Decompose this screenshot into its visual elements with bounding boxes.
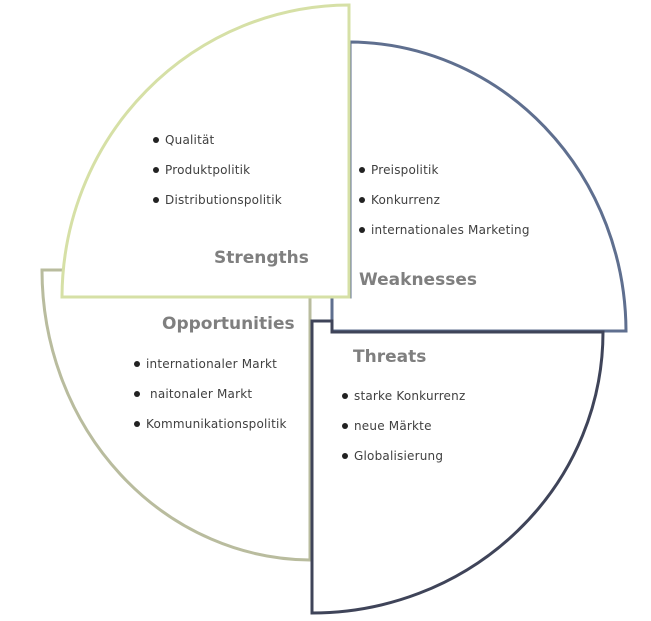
threats-list: starke Konkurrenz neue Märkte Globalisie… [342, 387, 465, 477]
weaknesses-list: Preispolitik Konkurrenz internationales … [359, 161, 530, 251]
list-item: Kommunikationspolitik [134, 415, 287, 445]
opportunities-sector [40, 268, 312, 562]
list-item-label: neue Märkte [354, 419, 432, 433]
list-item: Preispolitik [359, 161, 530, 191]
bullet-icon [153, 197, 159, 203]
list-item-label: internationaler Markt [146, 357, 278, 371]
list-item: internationaler Markt [134, 355, 287, 385]
list-item: Globalisierung [342, 447, 465, 477]
list-item: starke Konkurrenz [342, 387, 465, 417]
list-item: internationales Marketing [359, 221, 530, 251]
strengths-list: Qualität Produktpolitik Distributionspol… [153, 131, 282, 221]
bullet-icon [359, 197, 365, 203]
list-item: Distributionspolitik [153, 191, 282, 221]
bullet-icon [134, 421, 140, 427]
list-item-label: internationales Marketing [371, 223, 530, 237]
list-item-label: starke Konkurrenz [354, 389, 466, 403]
bullet-icon [359, 167, 365, 173]
list-item: naitonaler Markt [134, 385, 287, 415]
list-item-label: Preispolitik [371, 163, 439, 177]
opportunities-list: internationaler Markt naitonaler Markt K… [134, 355, 287, 445]
list-item-label: Qualität [165, 133, 215, 147]
bullet-icon [342, 423, 348, 429]
bullet-icon [134, 391, 140, 397]
list-item: Konkurrenz [359, 191, 530, 221]
strengths-sector [60, 3, 351, 299]
threats-sector [310, 319, 605, 615]
list-item-label: naitonaler Markt [146, 387, 253, 401]
opportunities-title: Opportunities [162, 314, 295, 334]
weaknesses-title: Weaknesses [359, 270, 477, 290]
list-item-label: Distributionspolitik [165, 193, 282, 207]
bullet-icon [342, 453, 348, 459]
bullet-icon [359, 227, 365, 233]
list-item-label: Konkurrenz [371, 193, 441, 207]
list-item-label: Globalisierung [354, 449, 444, 463]
bullet-icon [134, 361, 140, 367]
list-item-label: Kommunikationspolitik [146, 417, 287, 431]
strengths-title: Strengths [214, 248, 309, 268]
list-item-label: Produktpolitik [165, 163, 251, 177]
list-item: Produktpolitik [153, 161, 282, 191]
bullet-icon [153, 167, 159, 173]
bullet-icon [153, 137, 159, 143]
list-item: Qualität [153, 131, 282, 161]
bullet-icon [342, 393, 348, 399]
weaknesses-sector [330, 40, 628, 333]
threats-title: Threats [353, 347, 427, 367]
list-item: neue Märkte [342, 417, 465, 447]
